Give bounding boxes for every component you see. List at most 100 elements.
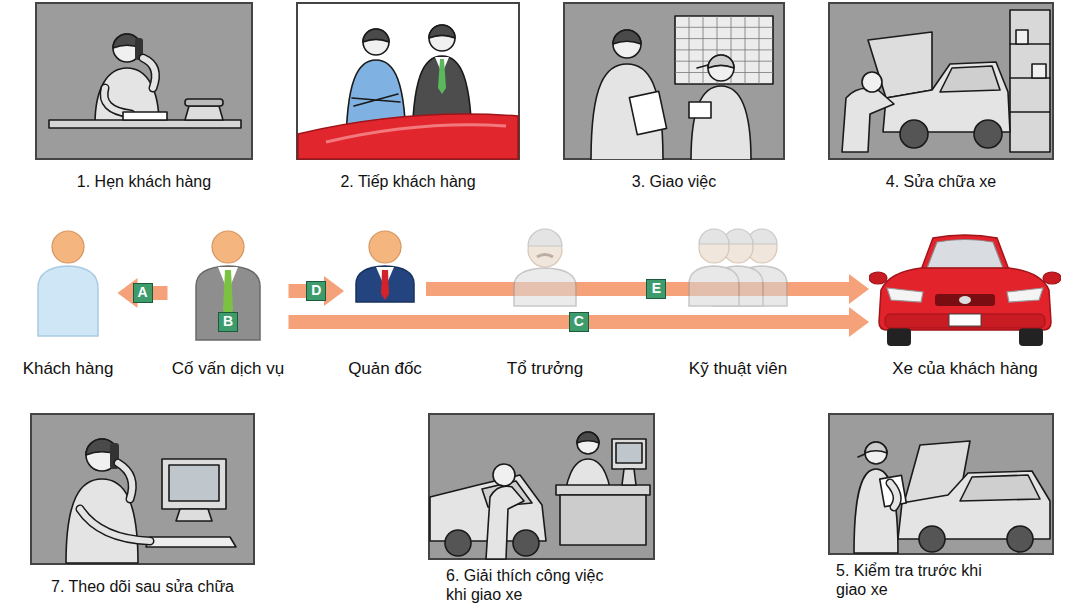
assignment-illustration-part (697, 65, 708, 68)
role-label: Tổ trưởng (507, 358, 583, 380)
car-illustration-part (959, 296, 971, 304)
car-illustration-part (1019, 328, 1043, 346)
flow-letter: A (133, 283, 153, 303)
advisor-figure (188, 222, 268, 358)
car-illustration-part (869, 272, 887, 284)
step-panel: 5. Kiểm tra trước khi giao xe (828, 413, 1054, 599)
appointment-illustration-part (185, 106, 223, 120)
inspection-illustration-part (890, 483, 897, 507)
repair-illustration (828, 2, 1054, 160)
flow-letter: C (569, 312, 589, 332)
delivery-illustration-part (577, 432, 599, 454)
delivery-illustration-part (486, 486, 524, 559)
inspection-illustration-part (854, 469, 898, 553)
reception-illustration-part (297, 3, 519, 159)
follow-up-illustration-part (80, 509, 150, 541)
follow-up-illustration-part (146, 537, 236, 547)
car-illustration-part (1043, 272, 1061, 284)
assignment-illustration-part (675, 16, 773, 84)
flow-letter: B (218, 312, 238, 332)
manager-figure (350, 222, 420, 358)
assignment-illustration-part (675, 38, 773, 39)
delivery-illustration-part (616, 443, 642, 463)
step-caption: 3. Giao việc (563, 172, 785, 191)
appointment-illustration-part (49, 120, 241, 128)
leader-figure-part (514, 229, 576, 306)
advisor-figure-part (196, 266, 260, 340)
car-illustration-part (879, 268, 1051, 330)
assignment-illustration (563, 2, 785, 160)
follow-up-illustration-part (118, 463, 132, 499)
inspection-illustration-part (890, 483, 897, 507)
leader-figure-part-part (537, 255, 553, 258)
car-illustration-part (921, 235, 1009, 270)
repair-illustration-part (842, 88, 894, 152)
step-panel: 6. Giải thích công việc khi giao xe (428, 413, 655, 604)
step-caption: 6. Giải thích công việc khi giao xe (446, 566, 618, 604)
inspection-illustration-part (865, 442, 887, 453)
car-illustration-part (1007, 288, 1043, 302)
reception-illustration-part (429, 25, 455, 51)
follow-up-illustration-part (80, 509, 150, 541)
appointment-illustration (35, 2, 253, 160)
assignment-illustration-part (629, 91, 666, 134)
car-illustration-part (927, 240, 1003, 269)
customer-figure-part (52, 231, 84, 263)
leader-figure (510, 222, 580, 358)
role-label: Quản đốc (348, 358, 422, 380)
appointment-illustration-part (185, 99, 223, 106)
follow-up-illustration-part (169, 465, 219, 501)
technician-figures-part-part (699, 229, 729, 244)
role-node: Xe của khách hàng (869, 222, 1061, 380)
step-panel: 3. Giao việc (563, 2, 785, 191)
inspection-illustration (828, 413, 1054, 555)
reception-illustration-part (298, 114, 518, 159)
inspection-illustration-part (865, 442, 887, 464)
appointment-illustration-part (36, 3, 252, 159)
car-illustration (869, 222, 1061, 358)
car-illustration-part (887, 328, 911, 346)
delivery-illustration-part (622, 469, 636, 485)
follow-up-illustration-part (176, 509, 212, 521)
step-panel: 7. Theo dõi sau sửa chữa (30, 413, 255, 596)
delivery-illustration-part (445, 530, 471, 556)
step-caption: 7. Theo dõi sau sửa chữa (30, 577, 255, 596)
delivery-illustration-part (429, 414, 654, 559)
role-label: Kỹ thuật viên (689, 358, 787, 380)
assignment-illustration-part (675, 27, 773, 28)
assignment-illustration-part (564, 3, 784, 159)
step-caption: 2. Tiếp khách hàng (296, 172, 520, 191)
appointment-illustration-part (104, 88, 131, 114)
assignment-illustration-part (613, 30, 641, 58)
car-illustration-part (885, 314, 1045, 328)
customer-figure (30, 222, 106, 358)
follow-up-illustration-part (86, 439, 118, 471)
flow-letter: D (306, 281, 326, 301)
advisor-figure-part (212, 231, 244, 263)
technician-figures-part-part (689, 266, 739, 306)
assignment-illustration-part (708, 55, 734, 68)
assignment-illustration-part (691, 86, 751, 160)
step-panel: 1. Hẹn khách hàng (35, 2, 253, 191)
reception-illustration-part (363, 29, 389, 42)
delivery-illustration-part (560, 495, 646, 545)
reception-illustration-part (363, 29, 389, 55)
step-panel: 2. Tiếp khách hàng (296, 2, 520, 191)
car-illustration-part (949, 314, 981, 326)
step-caption: 5. Kiểm tra trước khi giao xe (836, 561, 1001, 599)
reception-illustration (296, 2, 520, 160)
manager-figure-part (369, 231, 401, 263)
technician-figures-part (689, 229, 787, 306)
role-node: Khách hàng (19, 222, 118, 380)
inspection-illustration-part (858, 454, 865, 457)
step-caption: 1. Hẹn khách hàng (35, 172, 253, 191)
reception-illustration-part (429, 25, 455, 38)
follow-up-illustration-part (162, 459, 226, 509)
repair-illustration-part (900, 120, 928, 148)
repair-illustration-part (974, 120, 1002, 148)
role-node: Cố vấn dịch vụ (168, 222, 289, 380)
follow-up-illustration-part (31, 414, 254, 564)
delivery-illustration-part (493, 464, 515, 486)
repair-illustration-part (1016, 30, 1028, 44)
